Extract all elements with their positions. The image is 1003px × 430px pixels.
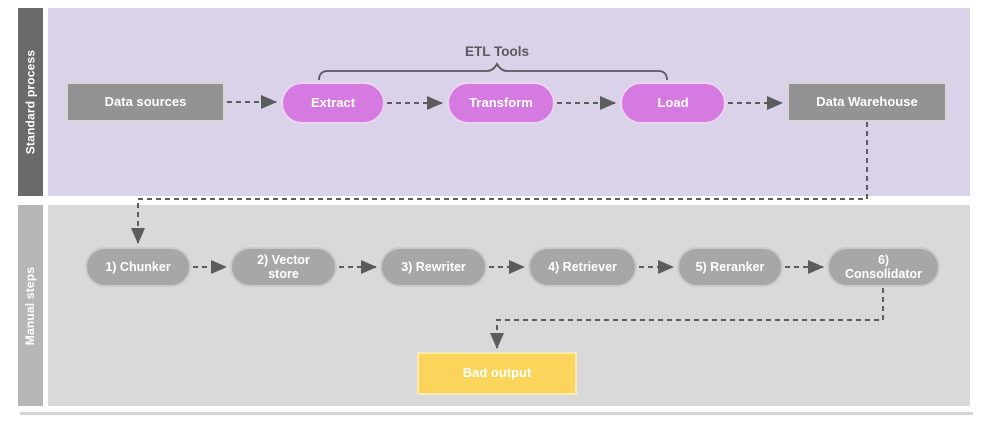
node-data-sources-label: Data sources [104,93,187,109]
node-rewriter-label: 3) Rewriter [401,259,466,274]
node-rewriter: 3) Rewriter [380,247,487,287]
etl-tools-label: ETL Tools [465,44,529,59]
node-reranker-label: 5) Reranker [695,259,765,274]
node-consolidator: 6) Consolidator [827,247,940,287]
node-consolidator-label: 6) Consolidator [844,252,923,281]
bottom-divider [20,412,973,415]
node-extract-label: Extract [310,94,356,110]
node-transform: Transform [447,82,555,124]
node-load-label: Load [657,94,689,110]
node-bad-output: Bad output [417,352,577,395]
node-reranker: 5) Reranker [677,247,783,287]
node-retriever-label: 4) Retriever [548,259,617,274]
node-load: Load [620,82,726,124]
node-bad-output-label: Bad output [462,365,532,381]
node-data-sources: Data sources [66,82,225,122]
node-data-warehouse-label: Data Warehouse [816,93,918,109]
node-extract: Extract [281,82,385,124]
node-transform-label: Transform [469,94,533,110]
node-chunker-label: 1) Chunker [105,259,171,274]
node-vector-store: 2) Vector store [230,247,337,287]
lane-manual-steps-label-bar: Manual steps [18,205,43,406]
lane-standard-process-label-bar: Standard process [18,8,43,196]
node-retriever: 4) Retriever [528,247,637,287]
node-chunker: 1) Chunker [85,247,191,287]
lane-manual-steps-label: Manual steps [23,266,38,345]
node-vector-store-label: 2) Vector store [257,252,310,281]
lane-standard-process-label: Standard process [23,49,38,155]
node-data-warehouse: Data Warehouse [787,82,947,122]
